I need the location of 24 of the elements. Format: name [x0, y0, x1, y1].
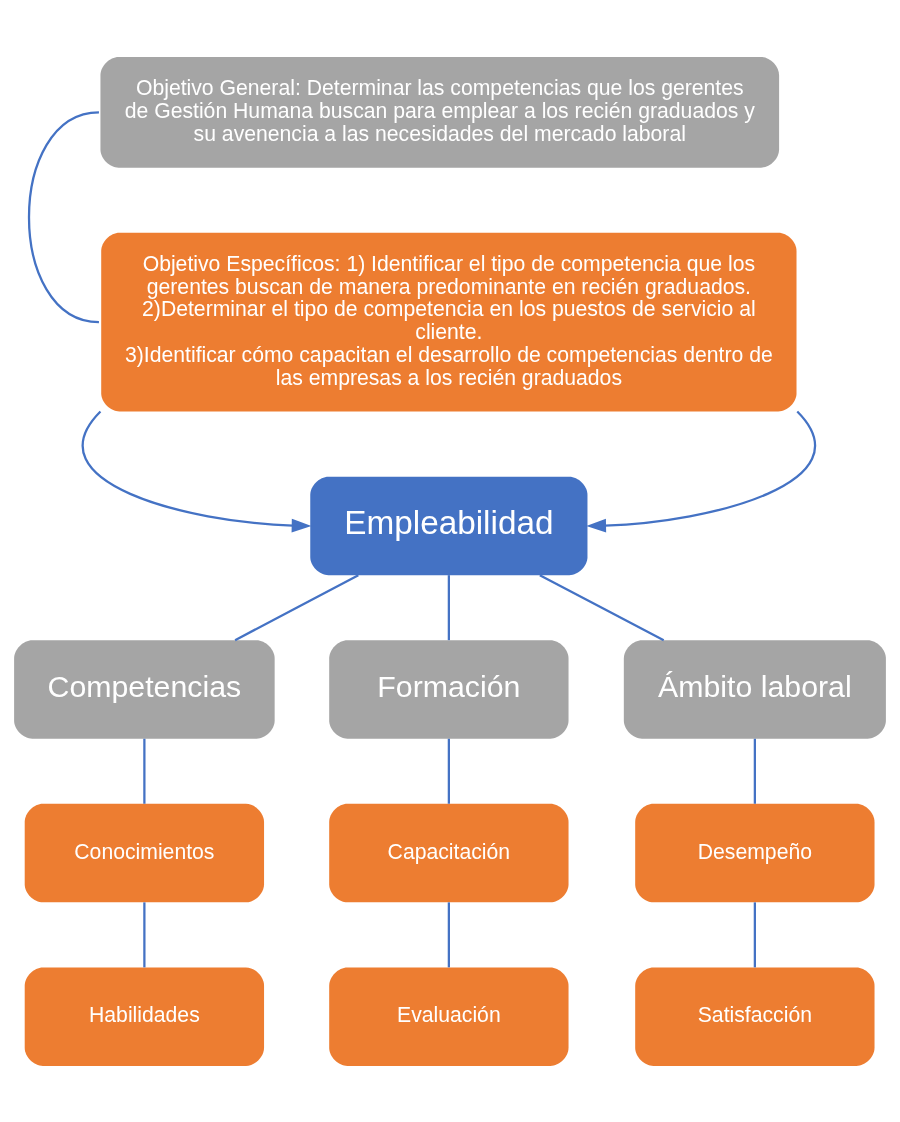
- node-box: Ámbito laboral: [623, 639, 886, 739]
- node-box: Empleabilidad: [310, 476, 588, 575]
- node-box: Objetivo Específicos: 1) Identificar el tipo de competencia que los gerentes buscan de manera predominante en recién graduados. 2)Determinar el tipo de competencia en los puestos de servicio al cliente. 3)Identificar cómo capacitan el desarrollo de competencias dentro de las empresas a los recién graduados: [101, 232, 797, 412]
- node-box: Conocimientos: [24, 803, 265, 902]
- connector: [447, 738, 450, 804]
- connector: [27, 110, 100, 323]
- node-box: Capacitación: [329, 803, 569, 902]
- connector: [539, 573, 665, 641]
- connector: [143, 738, 146, 804]
- connector: [753, 901, 756, 967]
- connector: [447, 574, 450, 640]
- node-box: Evaluación: [329, 967, 569, 1066]
- node-box: Satisfacción: [635, 967, 875, 1066]
- connector: [447, 901, 450, 967]
- connector: [143, 901, 146, 967]
- node-box: Habilidades: [24, 967, 265, 1066]
- arrow: [586, 410, 817, 533]
- node-box: Competencias: [14, 639, 275, 739]
- connector: [753, 738, 756, 804]
- node-box: Formación: [329, 639, 569, 739]
- arrow: [81, 410, 312, 533]
- connector: [234, 573, 359, 641]
- node-box: Objetivo General: Determinar las competencias que los gerentes de Gestión Humana buscan para emplear a los recién graduados y su avenencia a las necesidades del mercado laboral: [100, 56, 780, 168]
- node-box: Desempeño: [635, 803, 875, 902]
